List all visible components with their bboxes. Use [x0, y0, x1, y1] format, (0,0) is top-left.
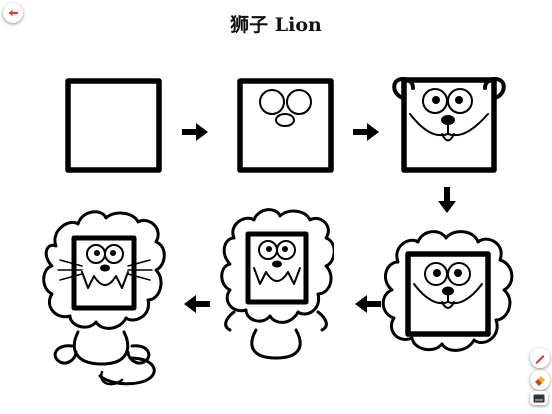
- pen-button[interactable]: [530, 348, 550, 368]
- back-button[interactable]: [3, 3, 23, 23]
- eraser-icon: [535, 376, 545, 386]
- step-5-teeth-body: [220, 208, 334, 360]
- arrow-left-icon: [184, 295, 210, 313]
- step-1-square: [65, 78, 162, 173]
- keyboard-icon: [533, 394, 545, 402]
- arrow-right-icon: [353, 123, 379, 141]
- step-4-mane: [381, 230, 514, 352]
- page-title: 狮子 Lion: [230, 14, 322, 36]
- arrow-left-icon: [355, 295, 381, 313]
- step-3-ears-mouth: [392, 77, 506, 173]
- arrow-down-icon: [438, 187, 456, 213]
- arrow-right-icon: [182, 123, 208, 141]
- back-arrow-icon: [8, 9, 19, 17]
- step-6-whiskers-tail: [42, 210, 166, 386]
- pen-icon: [535, 355, 545, 364]
- step-2-eyes-nose: [237, 78, 334, 173]
- keyboard-button[interactable]: [530, 391, 548, 405]
- eraser-button[interactable]: [530, 370, 550, 390]
